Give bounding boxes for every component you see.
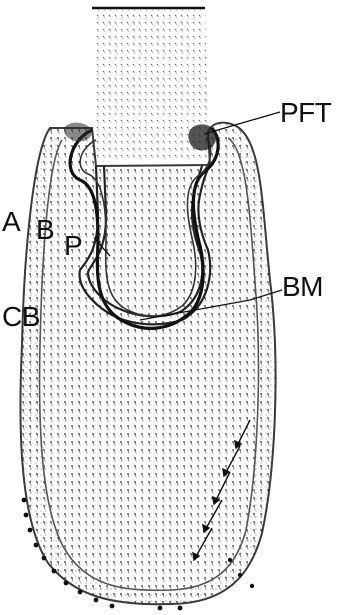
label-cb: CB <box>2 301 40 332</box>
label-p: P <box>64 230 82 261</box>
label-b: B <box>36 214 54 245</box>
pft-cluster <box>188 124 216 150</box>
label-bm: BM <box>282 271 323 302</box>
label-pft: PFT <box>280 97 332 128</box>
outer-body-region <box>20 123 275 605</box>
label-a: A <box>2 206 21 237</box>
